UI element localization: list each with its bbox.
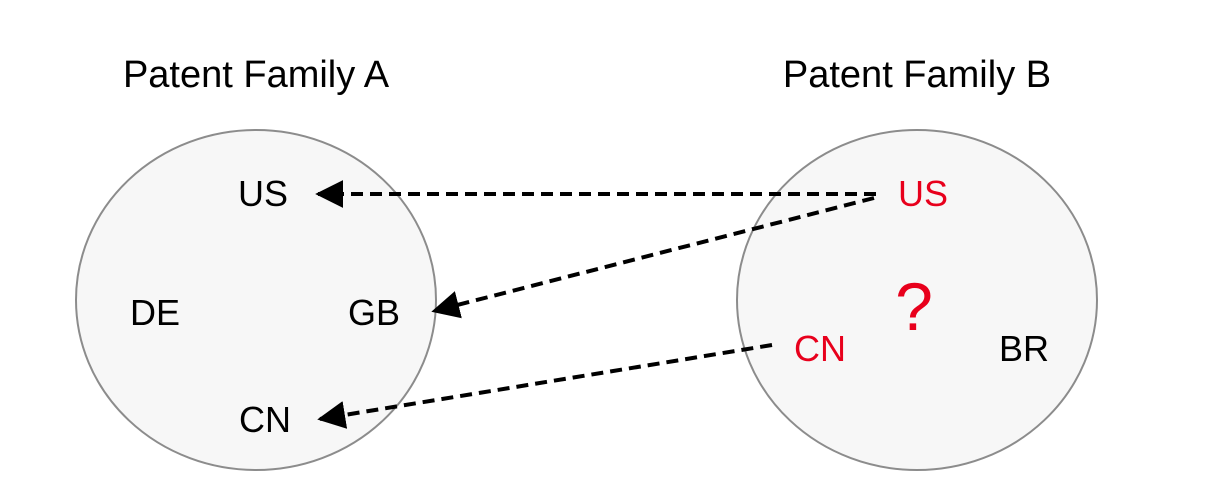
family-b-circle [736,129,1098,471]
family-b-member-br: BR [999,328,1049,369]
family-b-title: Patent Family B [783,54,1051,96]
arrow-cn-to-cn [317,343,773,429]
family-a-member-gb: GB [348,292,400,333]
family-b-member-cn: CN [794,328,846,369]
family-b-unknown-mark: ? [895,269,933,345]
family-b-member-us: US [898,173,948,214]
family-a-member-us: US [238,173,288,214]
family-a-member-de: DE [130,292,180,333]
family-a-member-cn: CN [239,399,291,440]
family-a-title: Patent Family A [123,54,390,96]
